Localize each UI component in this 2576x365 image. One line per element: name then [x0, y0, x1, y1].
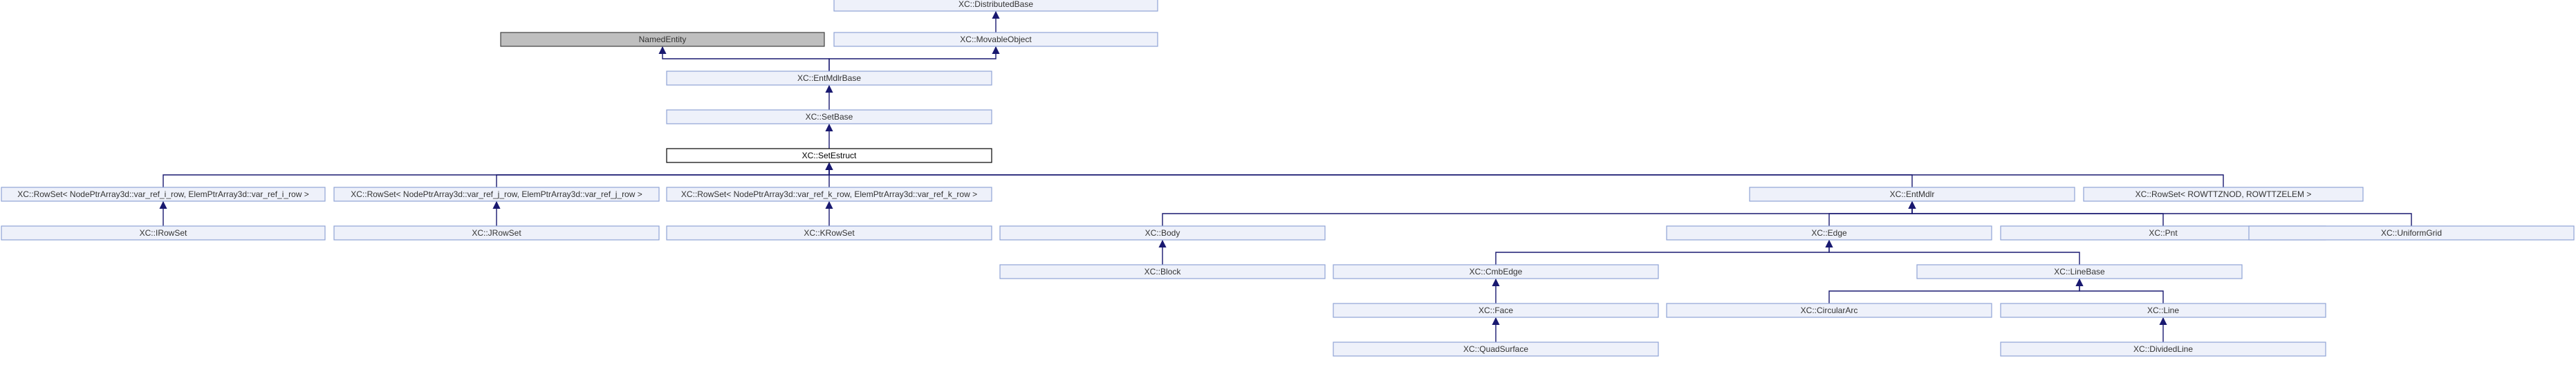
class-node-box [333, 225, 660, 241]
class-node-label: XC::DividedLine [2133, 344, 2193, 354]
class-node-krowset[interactable]: XC::KRowSet [666, 225, 992, 241]
class-node-box [666, 71, 992, 86]
class-node-label: XC::RowSet< NodePtrArray3d::var_ref_k_ro… [681, 189, 977, 199]
class-node-jrowset[interactable]: XC::JRowSet [333, 225, 660, 241]
inheritance-edge-uniform_grid-to-entmdlr [1908, 200, 2412, 226]
class-node-rowset-ttz[interactable]: XC::RowSet< ROWTTZNOD, ROWTTZELEM > [2083, 187, 2364, 202]
class-node-label: XC::KRowSet [804, 228, 855, 238]
inheritance-edge-entmdlr_base-to-named_entity [658, 46, 830, 71]
class-node-label: XC::IRowSet [140, 228, 187, 238]
class-node-label: XC::EntMdlr [1890, 189, 1935, 199]
class-node-box [666, 109, 992, 124]
class-node-rowset-j[interactable]: XC::RowSet< NodePtrArray3d::var_ref_j_ro… [333, 187, 660, 202]
class-node-label: XC::EntMdlrBase [797, 73, 861, 83]
class-node-set-base[interactable]: XC::SetBase [666, 109, 992, 124]
class-node-rowset-i[interactable]: XC::RowSet< NodePtrArray3d::var_ref_i_ro… [1, 187, 326, 202]
class-node-label: XC::MovableObject [960, 35, 1032, 44]
class-node-line[interactable]: XC::Line [2000, 303, 2326, 318]
inheritance-edge-line_base-to-edge [1825, 239, 2080, 265]
class-node-box [1916, 264, 2243, 279]
class-node-box [666, 187, 992, 202]
class-node-label: XC::Line [2147, 306, 2179, 315]
class-node-box [2000, 341, 2326, 357]
inheritance-edge-circular_arc-to-line_base [1828, 278, 2084, 303]
class-node-movable-object[interactable]: XC::MovableObject [833, 32, 1158, 47]
inheritance-edge-rowset_ttz-to-set_estruct [825, 162, 2224, 187]
inheritance-edge-line-to-line_base [2075, 278, 2164, 303]
class-node-box [500, 32, 825, 47]
class-node-named-entity[interactable]: NamedEntity [500, 32, 825, 47]
class-node-edge[interactable]: XC::Edge [1666, 225, 1992, 241]
class-node-irowset[interactable]: XC::IRowSet [1, 225, 326, 241]
class-node-circular-arc[interactable]: XC::CircularArc [1666, 303, 1992, 318]
class-node-box [2248, 225, 2575, 241]
class-node-box [1666, 225, 1992, 241]
class-node-label: XC::RowSet< ROWTTZNOD, ROWTTZELEM > [2135, 189, 2312, 199]
class-node-entmdlr[interactable]: XC::EntMdlr [1749, 187, 2075, 202]
inheritance-edge-body-to-entmdlr [1162, 200, 1916, 226]
class-node-block[interactable]: XC::Block [999, 264, 1326, 279]
class-node-label: XC::Face [1479, 306, 1513, 315]
class-node-label: XC::LineBase [2054, 267, 2105, 277]
class-node-box [1749, 187, 2075, 202]
class-node-divided-line[interactable]: XC::DividedLine [2000, 341, 2326, 357]
class-node-box [1, 187, 326, 202]
inheritance-edge-entmdlr_base-to-movable_object [828, 46, 1000, 71]
class-node-box [999, 264, 1326, 279]
class-node-label: XC::SetEstruct [802, 151, 857, 160]
edges-layer [159, 10, 2412, 342]
class-node-label: XC::UniformGrid [2381, 228, 2442, 238]
class-node-label: NamedEntity [639, 35, 687, 44]
class-node-box [833, 0, 1158, 12]
class-node-label: XC::JRowSet [472, 228, 521, 238]
class-node-distributed-base[interactable]: XC::DistributedBase [833, 0, 1158, 12]
class-node-box [666, 225, 992, 241]
class-node-quad-surface[interactable]: XC::QuadSurface [1333, 341, 1659, 357]
class-node-box [1333, 264, 1659, 279]
class-node-label: XC::CircularArc [1801, 306, 1858, 315]
class-node-box [999, 225, 1326, 241]
class-node-box [1333, 341, 1659, 357]
class-node-uniform-grid[interactable]: XC::UniformGrid [2248, 225, 2575, 241]
class-node-label: XC::RowSet< NodePtrArray3d::var_ref_i_ro… [17, 189, 309, 199]
class-node-face[interactable]: XC::Face [1333, 303, 1659, 318]
inheritance-edge-edge-to-entmdlr [1828, 200, 1916, 226]
class-node-entmdlr-base[interactable]: XC::EntMdlrBase [666, 71, 992, 86]
class-node-box [1666, 303, 1992, 318]
class-node-box [1333, 303, 1659, 318]
class-node-cmb-edge[interactable]: XC::CmbEdge [1333, 264, 1659, 279]
class-node-box [666, 148, 992, 163]
class-node-box [1, 225, 326, 241]
class-node-label: XC::CmbEdge [1470, 267, 1523, 277]
class-node-box [2000, 303, 2326, 318]
class-node-label: XC::DistributedBase [958, 0, 1033, 9]
class-node-rowset-k[interactable]: XC::RowSet< NodePtrArray3d::var_ref_k_ro… [666, 187, 992, 202]
class-node-label: XC::Pnt [2149, 228, 2178, 238]
class-node-label: XC::Edge [1811, 228, 1847, 238]
class-node-label: XC::Block [1145, 267, 1182, 277]
class-node-box [333, 187, 660, 202]
class-node-label: XC::RowSet< NodePtrArray3d::var_ref_j_ro… [351, 189, 642, 199]
inheritance-edge-rowset_j-to-set_estruct [496, 162, 833, 187]
class-node-label: XC::Body [1145, 228, 1180, 238]
class-node-box [2083, 187, 2364, 202]
inheritance-edge-cmb_edge-to-edge [1495, 239, 1833, 265]
class-node-label: XC::QuadSurface [1463, 344, 1528, 354]
class-node-set-estruct[interactable]: XC::SetEstruct [666, 148, 992, 163]
class-node-label: XC::SetBase [806, 112, 853, 122]
class-node-body[interactable]: XC::Body [999, 225, 1326, 241]
class-node-box [833, 32, 1158, 47]
class-node-line-base[interactable]: XC::LineBase [1916, 264, 2243, 279]
